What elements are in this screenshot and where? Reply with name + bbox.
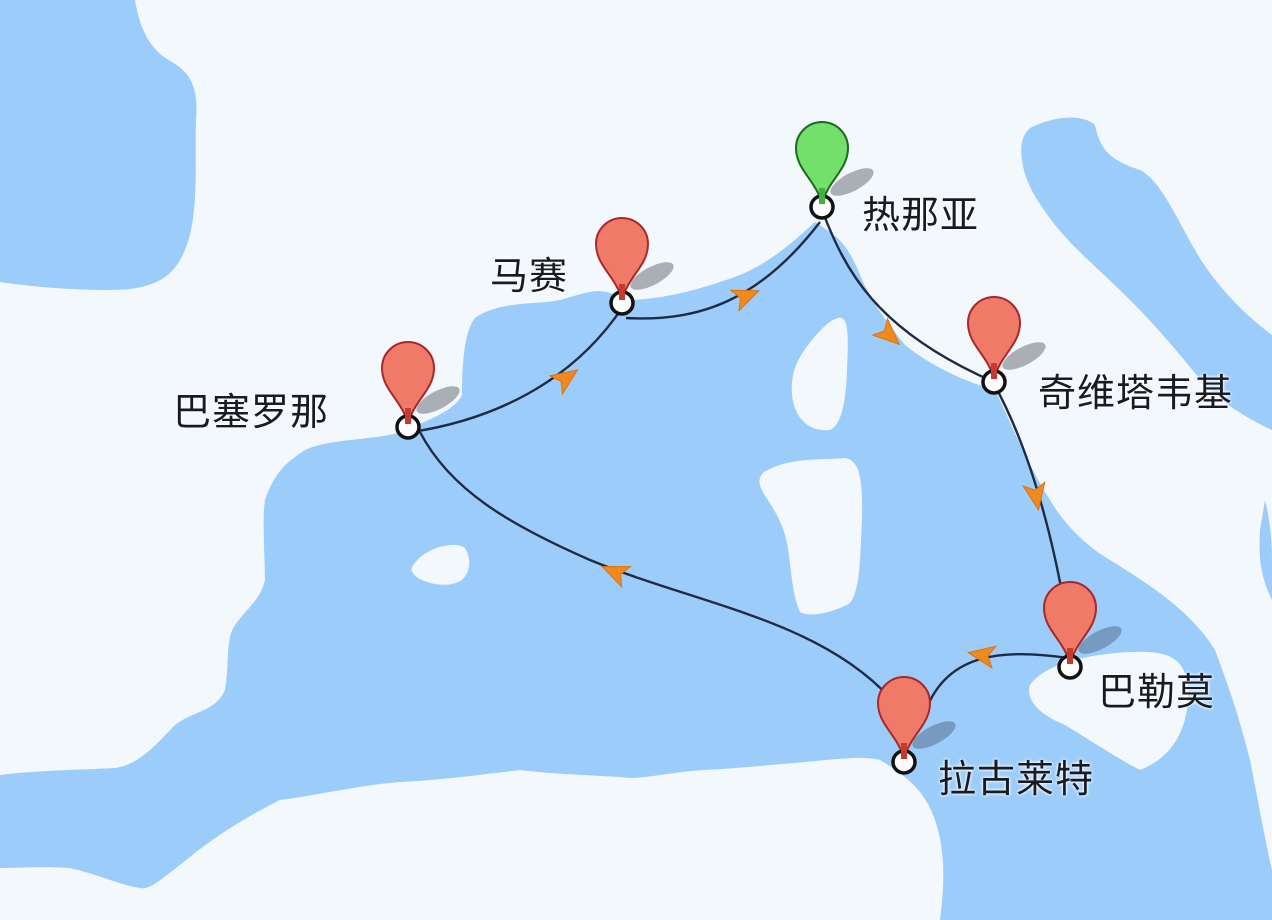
island-sicily (1029, 651, 1189, 770)
pin-shadow (630, 262, 674, 290)
map-pin-icon (1042, 581, 1098, 665)
route-segment-civitavecchia-palermo (992, 383, 1068, 616)
label-genoa: 热那亚 (862, 193, 980, 237)
label-palermo: 巴勒莫 (1098, 670, 1216, 714)
label-barcelona: 巴塞罗那 (173, 390, 330, 434)
pin-shadow (912, 721, 956, 749)
route-segment-marseille-genoa (625, 221, 821, 320)
map-pin-icon (380, 341, 436, 425)
arrow-icon (966, 645, 998, 670)
map-pin-icon (876, 676, 932, 760)
pin-civitavecchia[interactable] (966, 296, 1049, 395)
map-pin-icon (966, 296, 1022, 380)
arrow-icon (548, 369, 579, 396)
pin-barcelona[interactable] (380, 341, 463, 440)
arrow-icon (1021, 480, 1046, 512)
route-segment-barcelona-marseille (411, 307, 623, 434)
water-atlantic (0, 0, 197, 290)
arrow-icon (729, 289, 761, 313)
island-corsica (791, 317, 848, 431)
label-la-goulette: 拉古莱特 (938, 757, 1095, 801)
label-marseille: 马赛 (490, 254, 569, 298)
label-civitavecchia: 奇维塔韦基 (1038, 371, 1234, 415)
pin-shadow (1002, 342, 1046, 370)
pin-shadow (1078, 626, 1122, 654)
map-pin-icon (794, 121, 850, 205)
pin-la-goulette[interactable] (876, 676, 959, 775)
pin-marseille[interactable] (594, 217, 677, 316)
water-mediterranean (0, 222, 1272, 920)
arrow-icon (871, 317, 901, 346)
island-sardinia (759, 458, 863, 615)
arrow-icon (600, 566, 632, 589)
pin-genoa[interactable] (794, 121, 877, 220)
pin-shadow (416, 386, 460, 414)
island-balearic (411, 544, 470, 585)
route-arrows (548, 289, 1046, 670)
water-ionian (1259, 500, 1272, 600)
pin-palermo[interactable] (1042, 581, 1125, 680)
pins (380, 121, 1125, 775)
map-pin-icon (594, 217, 650, 301)
water-adriatic (1021, 117, 1272, 431)
route-segment-genoa-civitavecchia (820, 209, 995, 384)
pin-shadow (830, 168, 874, 196)
